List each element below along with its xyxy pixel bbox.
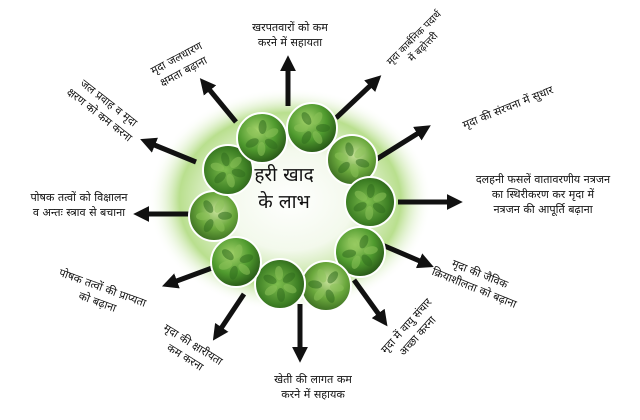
plant-photo xyxy=(210,236,262,288)
benefit-weed-label: खरपतवारों को कम करने में सहायता xyxy=(252,21,328,49)
plant-photo xyxy=(334,226,386,278)
plant-photo xyxy=(236,112,288,164)
photo-ring xyxy=(188,102,396,312)
benefit-nitrogen-label: दलहनी फसलें वातावरणीय नत्रजन का स्थिरीकर… xyxy=(475,173,611,216)
arrow-alkalinity xyxy=(212,292,247,341)
arrow-aeration xyxy=(351,278,388,327)
plant-photo xyxy=(344,176,396,228)
arrow-organic xyxy=(334,75,382,120)
arrow-erosion xyxy=(140,137,197,165)
arrow-availability xyxy=(161,265,213,289)
center-title: हरी खाद के लाभ xyxy=(254,164,314,213)
benefit-leaching-label: पोषक तत्वों को विक्षालन व अन्तः स्त्राव … xyxy=(30,191,128,219)
arrow-biological xyxy=(379,241,434,269)
benefit-cost-label: खेती की लागत कम करने में सहायक xyxy=(274,373,352,401)
arrow-water xyxy=(199,78,238,124)
plant-photo xyxy=(188,190,240,242)
arrow-structure xyxy=(370,125,431,165)
plant-photo xyxy=(202,144,254,196)
plant-photo xyxy=(300,260,352,312)
arrows-group xyxy=(133,55,463,363)
plant-photo xyxy=(286,102,338,154)
plant-photo xyxy=(254,258,306,310)
